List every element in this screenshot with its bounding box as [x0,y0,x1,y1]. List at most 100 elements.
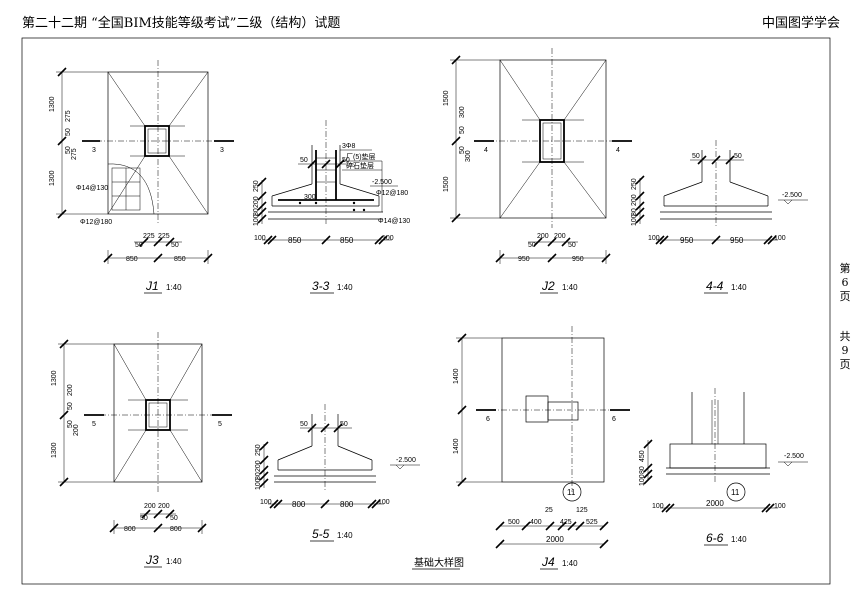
s66-dim-bottom-1: 100 [652,503,664,510]
s55-dim-bottom-1: 100 [260,499,272,506]
page-number-label: 第6页 [839,262,851,303]
total-pages-label: 共9页 [839,330,851,371]
j1-dim-bottom-4: 50 [171,242,179,249]
plan-j4: 6 6 1400 1400 11 25 125 500 400 425 525 … [453,326,630,570]
j2-scale: 1:40 [562,283,578,292]
j4-section-mark-left: 6 [486,416,490,423]
j1-dim-bottom-1: 50 [135,242,143,249]
s66-detail-ref: 11 [731,488,740,497]
j3-scale: 1:40 [166,557,182,566]
s33-title: 3-3 [312,279,330,293]
j2-dim-left-5: 300 [465,150,472,162]
s33-dim-bottom-1: 100 [254,235,266,242]
j3-dim-bottom-5: 800 [124,526,136,533]
organizer-name: 中国图学学会 [762,16,841,31]
j1-title: J1 [145,279,159,293]
s66-dim-left-3: 100 [639,474,646,486]
j4-dim-125: 125 [576,507,588,514]
sheet-title: 基础大样图 [414,556,464,569]
s44-dim-left-3: 80 [631,208,638,216]
s66-dim-left-2: 80 [639,466,646,474]
j3-dim-left-3: 50 [67,402,74,410]
j2-title: J2 [541,279,555,293]
j2-dim-left-2: 300 [459,106,466,118]
s33-elevation: -2.500 [372,179,392,186]
s66-scale: 1:40 [731,535,747,544]
s44-dim-top-2: 50 [734,153,742,160]
s44-dim-bottom-2: 950 [680,236,694,245]
j3-dim-bottom-2: 200 [158,503,170,510]
j3-section-mark-left: 5 [92,421,96,428]
plan-j1: 3 3 Φ14@130 Φ12@180 1300 275 50 50 275 1… [49,60,234,294]
j1-dim-left-1: 1300 [49,96,56,112]
s44-title: 4-4 [706,279,724,293]
section-5-5: 50 50 -2.500 250 200 80 100 100 800 800 … [255,404,420,542]
j3-dim-left-6: 1300 [51,442,58,458]
j2-dim-left-1: 1500 [443,90,450,106]
j4-detail-ref: 11 [567,488,576,497]
j3-dim-left-1: 1300 [51,370,58,386]
s44-dim-left-4: 100 [631,214,638,226]
s44-dim-top-1: 50 [692,153,700,160]
j1-dim-left-2: 275 [65,110,72,122]
j4-dim-2000: 2000 [546,535,564,544]
s33-rebar-a: Φ12@180 [376,190,408,197]
j2-section-mark-right: 4 [616,147,620,154]
j1-dim-bottom-5: 850 [126,256,138,263]
j4-dim-left-2: 1400 [453,438,460,454]
s55-dim-left-4: 100 [255,478,262,490]
section-4-4: 50 50 -2.500 250 200 80 100 100 950 950 … [631,140,808,294]
j1-dim-bottom-2: 225 [143,233,155,240]
j3-dim-left-4: 50 [67,420,74,428]
j3-dim-bottom-3: 50 [140,515,148,522]
s33-dim-left-1: 250 [253,180,260,192]
s33-dim-300: 300 [304,194,316,201]
j4-title: J4 [541,555,555,569]
s33-stirrup-label: 3Φ8 [342,143,355,150]
plan-j3: 5 5 1300 200 50 50 200 1300 200 200 50 5… [51,332,232,568]
s44-dim-left-1: 250 [631,178,638,190]
sheet-frame [21,37,831,585]
j3-dim-left-5: 200 [73,424,80,436]
s55-dim-top-1: 50 [300,421,308,428]
j3-dim-bottom-1: 200 [144,503,156,510]
j1-dim-left-3: 50 [65,128,72,136]
j1-dim-left-4: 50 [65,146,72,154]
j3-section-mark-right: 5 [218,421,222,428]
s55-dim-left-3: 80 [255,472,262,480]
s55-dim-bottom-2: 800 [292,500,306,509]
s66-elevation: -2.500 [784,453,804,460]
j4-dim-400: 400 [530,519,542,526]
s55-dim-left-2: 200 [255,460,262,472]
s33-dim-top-2: 50 [342,157,350,164]
j2-dim-bottom-6: 950 [572,256,584,263]
s66-dim-left-1: 450 [639,450,646,462]
j3-dim-bottom-6: 800 [170,526,182,533]
j3-dim-left-2: 200 [67,384,74,396]
s44-dim-left-2: 200 [631,194,638,206]
s33-dim-left-4: 100 [253,214,260,226]
s44-dim-bottom-3: 950 [730,236,744,245]
s33-layer1-label: 厂(5)垫层 [346,152,376,161]
j2-dim-left-3: 50 [459,126,466,134]
j4-section-mark-right: 6 [612,416,616,423]
s55-dim-bottom-4: 100 [378,499,390,506]
j1-rebar-label-1: Φ14@130 [76,185,108,192]
exam-title: 第二十二期 “全国BIM技能等级考试”二级（结构）试题 [22,16,341,31]
s44-dim-bottom-4: 100 [774,235,786,242]
j4-dim-left-1: 1400 [453,368,460,384]
j1-section-mark-left: 3 [92,147,96,154]
s44-scale: 1:40 [731,283,747,292]
s33-dim-left-2: 200 [253,196,260,208]
s44-dim-bottom-1: 100 [648,235,660,242]
s33-scale: 1:40 [337,283,353,292]
s66-dim-bottom-3: 100 [774,503,786,510]
j3-title: J3 [145,553,159,567]
j2-dim-bottom-1: 50 [528,242,536,249]
s33-dim-top-1: 50 [300,157,308,164]
j2-dim-bottom-3: 200 [554,233,566,240]
j2-dim-left-6: 1500 [443,176,450,192]
s33-dim-left-3: 80 [253,208,260,216]
j4-dim-525: 525 [586,519,598,526]
